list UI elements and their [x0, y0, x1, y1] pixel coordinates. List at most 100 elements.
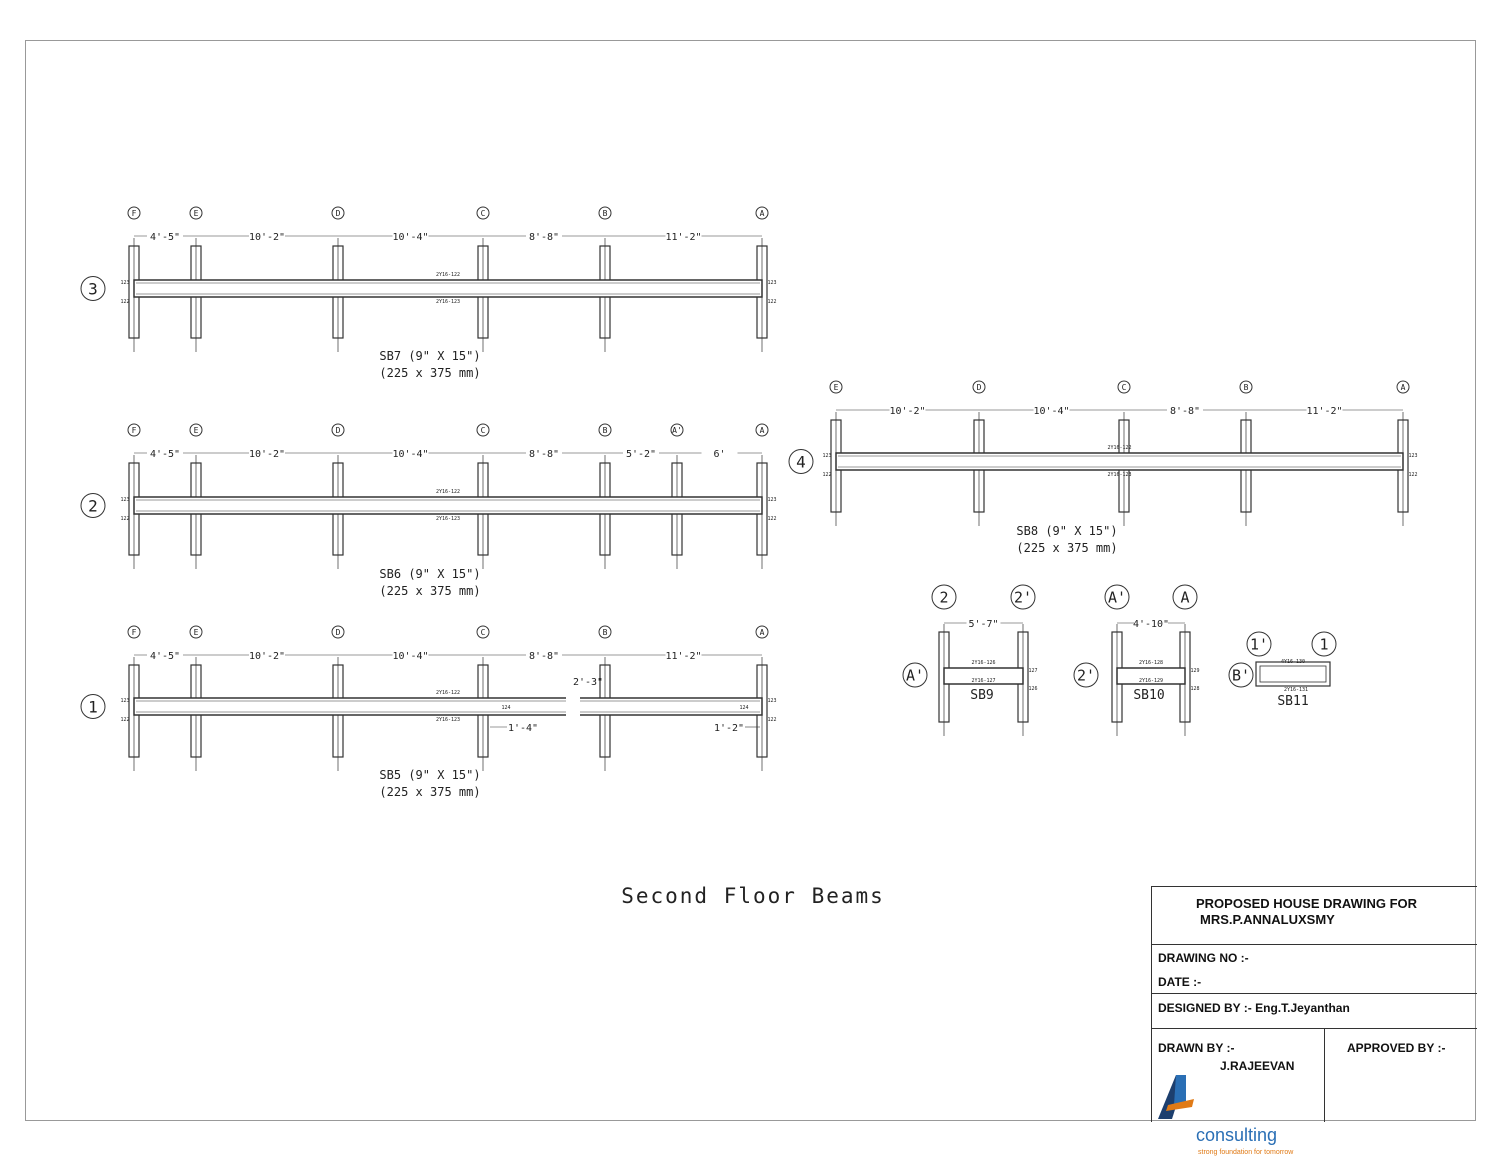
beam-sb10 [1116, 667, 1186, 685]
row-bubble-circle [1228, 662, 1254, 688]
grid-bubble: 1' [1250, 635, 1268, 653]
bar-mark: 123 [1408, 453, 1417, 459]
bar-mark: 123 [120, 497, 129, 503]
dim-bg [249, 446, 285, 458]
bar-mark: 122 [767, 717, 776, 723]
dimension-label: 1'-2" [714, 723, 744, 734]
dim-bg [889, 403, 926, 415]
dim-bg [392, 648, 429, 660]
grid-bubble-circle [476, 206, 490, 220]
bar-mark: 124 [501, 705, 510, 711]
grid-bubble: 2' [1014, 588, 1032, 606]
designed-by: DESIGNED BY :- Eng.T.Jeyanthan [1158, 1001, 1350, 1015]
dimension-label: 1'-4" [508, 723, 538, 734]
bottom-bar-label: 2Y16-123 [436, 516, 460, 522]
grid-bubble: D [977, 383, 982, 392]
bar-mark: 122 [1408, 472, 1417, 478]
grid-bubble: F [132, 209, 137, 218]
grid-bubble: A' [1108, 588, 1126, 606]
beam-caption: SB8 (9" X 15") [1016, 524, 1117, 538]
grid-bubble: B [1244, 383, 1249, 392]
drawing-title: Second Floor Beams [621, 884, 885, 908]
dim-bg [249, 648, 285, 660]
dim-bg [147, 446, 183, 458]
grid-bubble-circle [127, 206, 141, 220]
dimension-label: 10'-2" [249, 232, 285, 243]
grid-bubble: C [481, 426, 486, 435]
beam-sb6 [133, 496, 763, 515]
bar-mark: 127 [1028, 668, 1037, 674]
beam-caption: SB11 [1277, 694, 1308, 709]
dimension-label: 4'-10" [1133, 619, 1169, 630]
beam-caption: SB9 [970, 688, 993, 703]
grid-bubble-circle [127, 423, 141, 437]
grid-bubble: E [194, 209, 199, 218]
grid-bubble-circle [1104, 584, 1130, 610]
grid-bubble-circle [1117, 380, 1131, 394]
dimension-label: 8'-8" [1170, 406, 1200, 417]
grid-bubble-circle [476, 423, 490, 437]
beam-size-mm: (225 x 375 mm) [379, 366, 480, 380]
dim-bg [526, 229, 562, 241]
top-bar-label: 2Y16-122 [436, 272, 460, 278]
bar-mark: 122 [120, 516, 129, 522]
bar-mark: 122 [767, 516, 776, 522]
beam-sb7 [133, 279, 763, 298]
beam-sb5 [133, 697, 763, 716]
dimension-label: 10'-4" [392, 232, 428, 243]
row-bubble: 2 [88, 496, 98, 515]
drawing-number: DRAWING NO :- [1158, 951, 1249, 965]
grid-bubble-circle [331, 206, 345, 220]
row-bubble: 2' [1077, 666, 1095, 684]
dim-bg [1167, 403, 1203, 415]
dimension-label: 10'-2" [249, 449, 285, 460]
grid-bubble-circle [931, 584, 957, 610]
bottom-bar-label: 2Y16-127 [971, 678, 995, 684]
grid-bubble: A [760, 209, 765, 218]
grid-bubble-circle [755, 423, 769, 437]
row-bubble: 4 [796, 452, 806, 471]
bottom-bar-label: 2Y16-123 [1107, 472, 1131, 478]
bar-mark: 122 [822, 472, 831, 478]
dimension-label: 5'-7" [968, 619, 998, 630]
grid-bubble-circle [1246, 631, 1272, 657]
bar-mark: 124 [739, 705, 748, 711]
dimension-label: 8'-8" [529, 651, 559, 662]
grid-bubble-circle [189, 423, 203, 437]
dim-bg [623, 446, 659, 458]
grid-bubble: D [336, 209, 341, 218]
bottom-bar-label: 2Y16-123 [436, 299, 460, 305]
grid-bubble-circle [598, 625, 612, 639]
grid-bubble: D [336, 426, 341, 435]
bar-mark: 123 [767, 497, 776, 503]
grid-bubble-circle [1239, 380, 1253, 394]
grid-bubble: 1 [1319, 635, 1328, 653]
beam-size-mm: (225 x 375 mm) [1016, 541, 1117, 555]
dim-bg [526, 648, 562, 660]
title-block: PROPOSED HOUSE DRAWING FOR MRS.P.ANNALUX… [1151, 886, 1477, 1156]
grid-bubble: E [834, 383, 839, 392]
dim-bg [1306, 403, 1343, 415]
row-bubble-circle [80, 694, 106, 719]
top-bar-label: 2Y16-122 [1107, 445, 1131, 451]
grid-bubble-circle [331, 423, 345, 437]
top-bar-label: 2Y16-122 [436, 690, 460, 696]
grid-bubble-circle [829, 380, 843, 394]
grid-bubble: C [481, 628, 486, 637]
grid-bubble-circle [1172, 584, 1198, 610]
grid-bubble: A [1180, 588, 1189, 606]
drawn-by-name: J.RAJEEVAN [1220, 1059, 1295, 1073]
row-bubble-circle [788, 449, 814, 474]
dimension-label: 11'-2" [665, 232, 701, 243]
dim-bg [665, 229, 702, 241]
dimension-label: 4'-5" [150, 651, 180, 662]
bar-mark: 123 [120, 698, 129, 704]
row-bubble-circle [80, 276, 106, 301]
drawn-by-label: DRAWN BY :- [1158, 1041, 1235, 1055]
drawing-date: DATE :- [1158, 975, 1202, 989]
top-bar-label: 2Y16-126 [971, 660, 995, 666]
beam-sb9 [943, 667, 1024, 685]
drawing-frame [25, 40, 1476, 1121]
row-bubble: A' [906, 666, 924, 684]
bar-mark: 128 [1190, 686, 1199, 692]
